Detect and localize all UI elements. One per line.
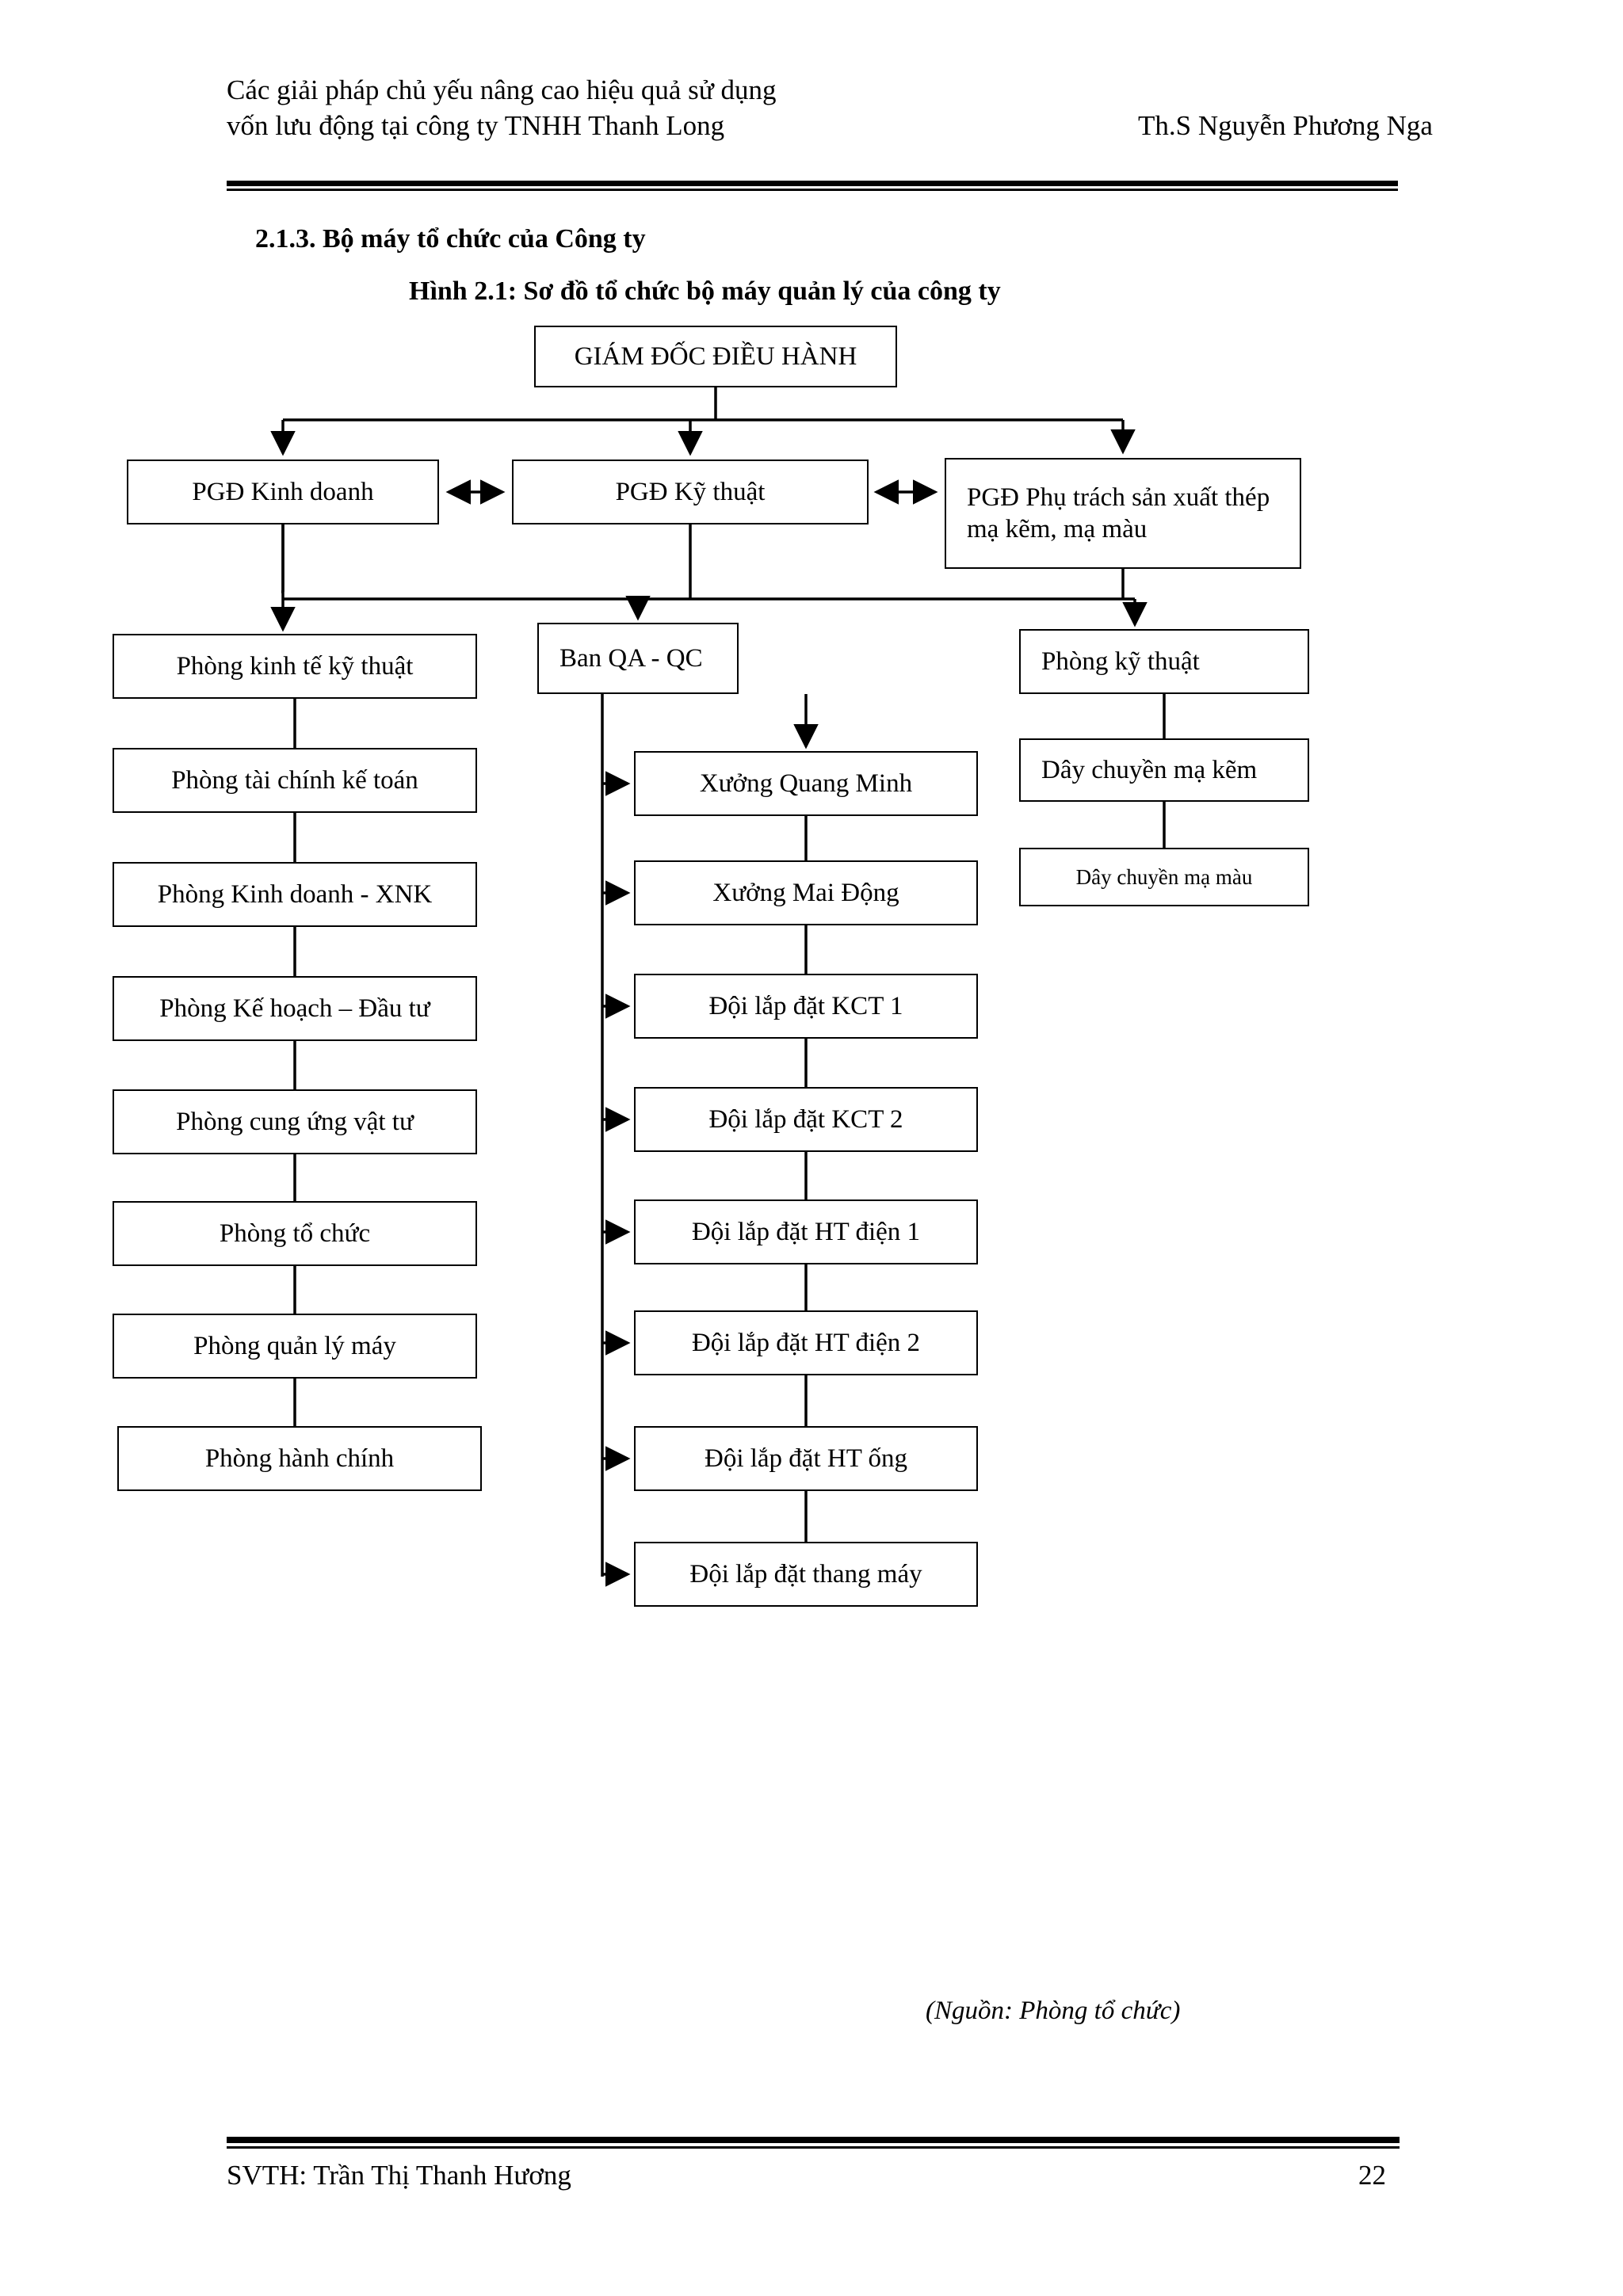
figure-caption: Hình 2.1: Sơ đồ tổ chức bộ máy quản lý c… — [409, 277, 1001, 306]
source-note: (Nguồn: Phòng tổ chức) — [926, 1997, 1181, 2025]
org-node-doi-lap-dat-ht-dien-1[interactable]: Đội lắp đặt HT điện 1 — [634, 1199, 978, 1264]
footer-divider — [227, 2137, 1400, 2149]
header-title-line1: Các giải pháp chủ yếu nâng cao hiệu quả … — [227, 74, 777, 105]
org-node-xuong-quang-minh[interactable]: Xưởng Quang Minh — [634, 751, 978, 816]
header-title-line2: vốn lưu động tại công ty TNHH Thanh Long — [227, 109, 725, 141]
org-node-phong-kinh-te-ky-thuat[interactable]: Phòng kinh tế kỹ thuật — [113, 634, 477, 699]
footer-student: SVTH: Trần Thị Thanh Hương — [227, 2160, 571, 2191]
org-node-ban-qa-qc[interactable]: Ban QA - QC — [537, 623, 739, 694]
org-node-phong-ky-thuat[interactable]: Phòng kỹ thuật — [1019, 629, 1309, 694]
org-node-doi-lap-dat-thang-may[interactable]: Đội lắp đặt thang máy — [634, 1542, 978, 1607]
org-node-day-chuyen-ma-kem[interactable]: Dây chuyền mạ kẽm — [1019, 738, 1309, 802]
org-node-doi-lap-dat-ht-ong[interactable]: Đội lắp đặt HT ống — [634, 1426, 978, 1491]
section-heading: 2.1.3. Bộ máy tổ chức của Công ty — [255, 224, 646, 254]
org-node-day-chuyen-ma-mau[interactable]: Dây chuyền mạ màu — [1019, 848, 1309, 906]
org-node-doi-lap-dat-kct-1[interactable]: Đội lắp đặt KCT 1 — [634, 974, 978, 1039]
org-node-phong-hanh-chinh[interactable]: Phòng hành chính — [117, 1426, 482, 1491]
org-node-giam-doc-dieu-hanh[interactable]: GIÁM ĐỐC ĐIỀU HÀNH — [534, 326, 897, 387]
org-node-pgd-ky-thuat[interactable]: PGĐ Kỹ thuật — [512, 460, 869, 524]
org-node-doi-lap-dat-ht-dien-2[interactable]: Đội lắp đặt HT điện 2 — [634, 1310, 978, 1375]
org-node-phong-ke-hoach-dau-tu[interactable]: Phòng Kế hoạch – Đầu tư — [113, 976, 477, 1041]
org-node-phong-kinh-doanh-xnk[interactable]: Phòng Kinh doanh - XNK — [113, 862, 477, 927]
org-node-pgd-kinh-doanh[interactable]: PGĐ Kinh doanh — [127, 460, 439, 524]
org-node-xuong-mai-dong[interactable]: Xưởng Mai Động — [634, 860, 978, 925]
org-node-phong-tai-chinh-ke-toan[interactable]: Phòng tài chính kế toán — [113, 748, 477, 813]
org-node-pgd-phu-trach-san-xuat[interactable]: PGĐ Phụ trách sản xuất thép mạ kẽm, mạ m… — [945, 458, 1301, 569]
org-node-doi-lap-dat-kct-2[interactable]: Đội lắp đặt KCT 2 — [634, 1087, 978, 1152]
header-title: Các giải pháp chủ yếu nâng cao hiệu quả … — [227, 73, 940, 144]
org-node-phong-quan-ly-may[interactable]: Phòng quản lý máy — [113, 1314, 477, 1379]
org-node-phong-cung-ung-vat-tu[interactable]: Phòng cung ứng vật tư — [113, 1089, 477, 1154]
header-divider — [227, 181, 1398, 191]
footer-page-number: 22 — [1358, 2160, 1386, 2191]
org-node-phong-to-chuc[interactable]: Phòng tổ chức — [113, 1201, 477, 1266]
header-author: Th.S Nguyễn Phương Nga — [1138, 110, 1433, 141]
